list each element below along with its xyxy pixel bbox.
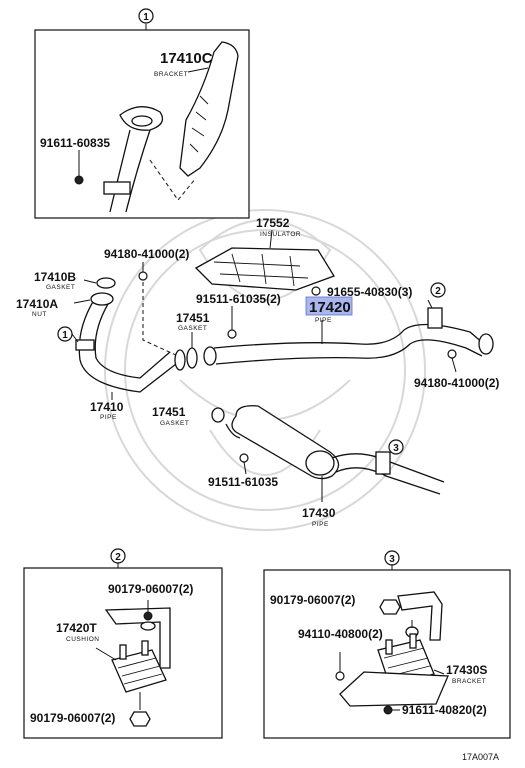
part-17420-number: 17420 [309, 299, 351, 316]
callout-2-top: 2 [435, 286, 441, 297]
part-17410c-name: BRACKET [154, 71, 188, 78]
part-17420t-number: 17420T [56, 621, 97, 635]
part-17410b-name: GASKET [46, 284, 75, 291]
part-17430-name: PIPE [312, 521, 329, 528]
part-94180-right: 94180-41000(2) [414, 376, 499, 390]
callout-3-main: 3 [393, 443, 399, 454]
highlight-17420 [305, 296, 353, 316]
part-91611-40820: 91611-40820(2) [402, 703, 487, 717]
part-17552-number: 17552 [256, 216, 290, 230]
part-17552-name: INSULATOR [260, 231, 301, 238]
part-94110: 94110-40800(2) [298, 627, 383, 641]
part-91611-60835: 91611-60835 [40, 136, 110, 150]
callout-3-sub: 3 [389, 554, 395, 565]
part-17420-name: PIPE [315, 317, 332, 324]
figure-code: 17A007A [462, 752, 499, 762]
callout-1-left: 1 [62, 330, 68, 341]
detail-box-1: 1 17410C BRACKET 91611-60835 [34, 8, 250, 219]
part-17420t-name: CUSHION [66, 636, 99, 643]
callout-2-sub: 2 [115, 552, 121, 563]
part-17410-number: 17410 [90, 400, 124, 414]
main-assembly: 17552 INSULATOR 94180-41000(2) 91655-408… [16, 216, 499, 528]
part-17410a-name: NUT [32, 311, 47, 318]
part-17430-number: 17430 [302, 506, 336, 520]
part-91655: 91655-40830(3) [327, 285, 412, 299]
part-90179-box2-top: 90179-06007(2) [108, 582, 193, 596]
part-17451-top-name: GASKET [178, 325, 207, 332]
callout-1-top: 1 [143, 12, 149, 23]
part-17451-top-number: 17451 [176, 311, 210, 325]
part-91511-top: 91511-61035(2) [196, 292, 281, 306]
part-17430s-number: 17430S [446, 663, 487, 677]
part-17451-lower-number: 17451 [152, 405, 186, 419]
detail-box-2: 2 90179-06007(2) 17420T CUSHION 90179-06… [23, 548, 223, 739]
part-91511-lower: 91511-61035 [208, 475, 278, 489]
part-17410b-number: 17410B [34, 270, 76, 284]
part-17410a-number: 17410A [16, 297, 58, 311]
detail-box-3: 3 90179-06007(2) 94110-40800(2) 17430S B… [263, 550, 511, 739]
part-17451-lower-name: GASKET [160, 420, 189, 427]
part-90179-box2-bottom: 90179-06007(2) [30, 711, 115, 725]
part-17430s-name: BRACKET [452, 678, 486, 685]
part-17410-name: PIPE [100, 414, 117, 421]
part-17410c-number: 17410C [160, 50, 213, 67]
part-90179-box3: 90179-06007(2) [270, 593, 355, 607]
part-94180-top: 94180-41000(2) [104, 247, 189, 261]
